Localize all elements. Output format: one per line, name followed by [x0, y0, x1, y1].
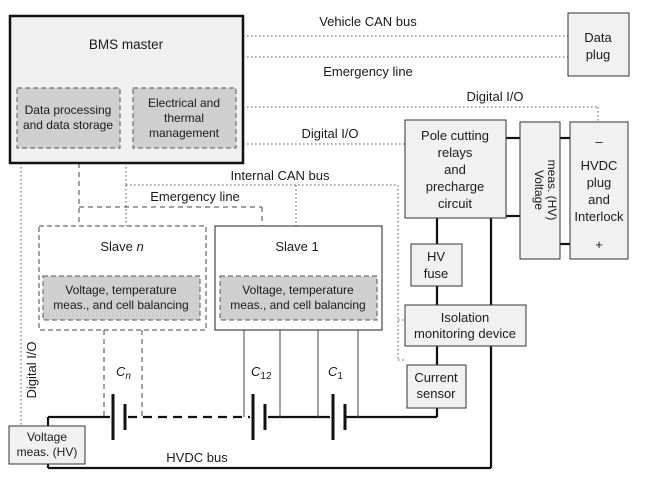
pole-cutting-line-2: relays — [438, 145, 473, 160]
isolation-line-1: Isolation — [441, 310, 489, 325]
isolation-line-2: monitoring device — [414, 326, 516, 341]
current-sensor-line-2: sensor — [416, 386, 456, 401]
pole-cutting-line-4: precharge — [426, 179, 485, 194]
voltage-meas-bottom-line-1: Voltage — [27, 430, 67, 444]
voltage-meas-vertical-box — [519, 121, 561, 260]
data-processing-line-2: and data storage — [23, 118, 113, 132]
current-sensor-line-1: Current — [414, 370, 458, 385]
electrical-thermal-line-1: Electrical and — [148, 96, 220, 110]
emergency-line-mid-label: Emergency line — [150, 189, 240, 204]
slave-n-title: Slave n — [100, 239, 143, 254]
pole-cutting-box — [404, 119, 507, 219]
bms-master-title: BMS master — [89, 37, 164, 52]
cell-12-label: C12 — [251, 364, 272, 382]
hv-fuse-box — [410, 243, 463, 287]
hvdc-plug-line-3: and — [588, 192, 610, 207]
data-plug-line-2: plug — [586, 47, 611, 62]
slave-n-inner-box — [42, 275, 201, 321]
cell-n-label: Cn — [116, 364, 131, 382]
voltage-meas-vertical-line-2b: meas. (HV) — [545, 160, 559, 221]
pole-cutting-line-5: circuit — [438, 196, 472, 211]
hvdc-bus-label: HVDC bus — [166, 450, 228, 465]
digital-io-top-label: Digital I/O — [466, 89, 523, 104]
slave-1-title: Slave 1 — [275, 239, 318, 254]
hvdc-minus: – — [595, 134, 603, 149]
voltage-meas-vertical-line-1: Voltage — [532, 170, 546, 210]
electrical-thermal-line-3: management — [149, 126, 220, 140]
electrical-thermal-line-2: thermal — [164, 111, 204, 125]
hvdc-plug-line-1: HVDC — [581, 158, 618, 173]
digital-io-left-label: Digital I/O — [24, 341, 39, 398]
pole-cutting-line-3: and — [444, 162, 466, 177]
vehicle-can-bus-label: Vehicle CAN bus — [319, 14, 417, 29]
data-plug-box — [567, 12, 630, 77]
slave-n-inner-line-1: Voltage, temperature — [65, 283, 177, 297]
emergency-line-top-label: Emergency line — [323, 64, 413, 79]
internal-can-bus-label: Internal CAN bus — [231, 168, 330, 183]
hv-fuse-line-2: fuse — [424, 266, 449, 281]
slave-1-inner-line-2: meas., and cell balancing — [230, 298, 365, 312]
hvdc-plug-line-4: Interlock — [574, 209, 624, 224]
electrical-thermal-box — [132, 87, 237, 149]
digital-io-mid-label: Digital I/O — [301, 126, 358, 141]
data-processing-box — [16, 87, 121, 149]
current-sensor-box — [406, 364, 467, 409]
hv-fuse-line-1: HV — [427, 249, 445, 264]
cell-1-label: C1 — [328, 364, 343, 382]
isolation-box — [404, 304, 527, 347]
hvdc-plus: + — [595, 237, 603, 252]
slave-1-inner-line-1: Voltage, temperature — [242, 283, 354, 297]
slave-1-inner-box — [219, 275, 378, 321]
voltage-meas-bottom-line-2: meas. (HV) — [17, 445, 78, 459]
voltage-meas-bottom-box — [8, 425, 86, 465]
data-plug-line-1: Data — [584, 30, 612, 45]
hvdc-plug-box — [569, 121, 629, 260]
slave-n-inner-line-2: meas., and cell balancing — [53, 298, 188, 312]
hvdc-plug-line-2: plug — [587, 175, 612, 190]
data-processing-line-1: Data processing — [25, 103, 112, 117]
pole-cutting-line-1: Pole cutting — [421, 128, 489, 143]
